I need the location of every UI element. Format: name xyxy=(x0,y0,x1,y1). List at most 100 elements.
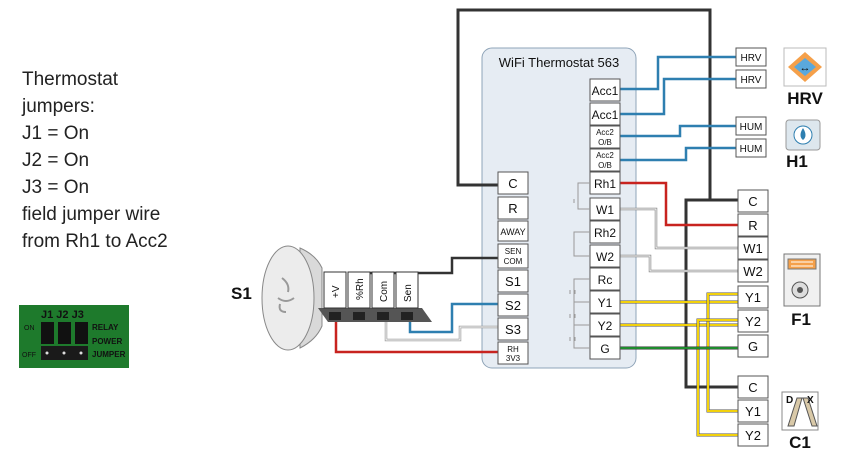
sensor-dome xyxy=(261,245,323,351)
svg-text:OFF: OFF xyxy=(22,352,36,359)
svg-text:Y2: Y2 xyxy=(745,314,761,329)
svg-text:Com: Com xyxy=(379,281,390,302)
svg-text:G: G xyxy=(600,342,609,356)
svg-text:S2: S2 xyxy=(505,298,521,313)
terminal-acc1-b xyxy=(589,102,621,126)
terminal-acc1-a xyxy=(589,78,621,102)
svg-text:↔: ↔ xyxy=(800,62,811,74)
jumper-board: J1 J2 J3 ON OFF RELAY POWER JUMPER xyxy=(19,305,129,368)
relay-symbols xyxy=(569,182,590,349)
terminal-acc2-ob-a xyxy=(589,125,621,149)
jumper-j2 xyxy=(58,322,71,344)
svg-text:Y1: Y1 xyxy=(745,404,761,419)
sensor-label: S1 xyxy=(231,284,252,303)
wire-sensor-power xyxy=(334,320,498,354)
svg-text:Y1: Y1 xyxy=(598,296,613,310)
sensor-terminal-block: +V %Rh Com Sen xyxy=(318,271,432,322)
svg-text:W1: W1 xyxy=(596,203,614,217)
humidifier-icon xyxy=(785,119,821,151)
svg-text:Rc: Rc xyxy=(598,273,613,287)
wire-hum-1 xyxy=(620,124,736,138)
terminal-rh-3v3 xyxy=(497,341,529,365)
wire-c-condenser xyxy=(684,198,738,389)
note-line: J1 = On xyxy=(22,123,90,144)
condenser-label: C1 xyxy=(789,433,811,452)
svg-text:Acc1: Acc1 xyxy=(592,84,619,98)
svg-text:S3: S3 xyxy=(505,322,521,337)
furnace-icon xyxy=(783,253,821,307)
svg-text:W2: W2 xyxy=(743,264,763,279)
svg-text:RH: RH xyxy=(507,345,519,354)
svg-text:O/B: O/B xyxy=(598,138,612,147)
wire-hrv-2 xyxy=(620,77,736,116)
svg-text:HUM: HUM xyxy=(740,144,763,155)
svg-text:%Rh: %Rh xyxy=(355,278,366,300)
terminal-away xyxy=(497,220,529,242)
note-line: from Rh1 to Acc2 xyxy=(22,231,168,252)
terminal-c xyxy=(497,171,529,195)
svg-text:RELAY: RELAY xyxy=(92,323,119,332)
jumper-j1 xyxy=(41,322,54,344)
sensor-swirl-icon xyxy=(277,277,295,313)
svg-text:Acc1: Acc1 xyxy=(592,108,619,122)
note-line: Thermostat xyxy=(22,69,119,90)
svg-text:Rh2: Rh2 xyxy=(594,226,616,240)
svg-text:HRV: HRV xyxy=(741,53,762,64)
terminal-s3 xyxy=(497,317,529,341)
condenser-terminals: C Y1 Y2 xyxy=(737,375,769,447)
svg-text:AWAY: AWAY xyxy=(500,227,525,237)
left-terminal-strip: C R AWAY SEN COM S1 S2 S3 RH 3V3 xyxy=(497,171,529,365)
jumper-notes: Thermostat jumpers: J1 = On J2 = On J3 =… xyxy=(22,66,168,255)
hrv-icon: ↔ xyxy=(783,47,827,87)
right-terminal-strip: Acc1 Acc1 Acc2 O/B Acc2 O/B Rh1 W1 Rh2 W… xyxy=(589,78,621,360)
terminal-sen-com xyxy=(497,243,529,269)
svg-text:POWER: POWER xyxy=(92,337,122,346)
svg-text:Rh1: Rh1 xyxy=(594,177,616,191)
svg-text:R: R xyxy=(748,218,757,233)
svg-text:JUMPER: JUMPER xyxy=(92,350,126,359)
furnace-terminals: C R W1 W2 Y1 Y2 G xyxy=(737,189,769,358)
note-line: J3 = On xyxy=(22,177,90,198)
svg-text:+V: +V xyxy=(331,285,342,298)
wire-sensor-rh xyxy=(384,320,498,342)
svg-text:Acc2: Acc2 xyxy=(596,151,614,160)
svg-text:HUM: HUM xyxy=(740,122,763,133)
svg-text:Y1: Y1 xyxy=(745,290,761,305)
note-line: field jumper wire xyxy=(22,204,161,225)
svg-text:SEN: SEN xyxy=(505,247,522,256)
svg-text:HRV: HRV xyxy=(741,75,762,86)
svg-text:J1 J2 J3: J1 J2 J3 xyxy=(41,309,84,321)
svg-text:C: C xyxy=(748,380,757,395)
terminal-s2 xyxy=(497,293,529,317)
condenser-icon: D X xyxy=(781,391,819,431)
wire-w1 xyxy=(620,207,738,250)
svg-text:Sen: Sen xyxy=(403,284,414,302)
terminal-s1 xyxy=(497,269,529,293)
svg-text:Y2: Y2 xyxy=(745,428,761,443)
svg-text:W1: W1 xyxy=(743,241,763,256)
svg-text:Acc2: Acc2 xyxy=(596,128,614,137)
hrv-terminals: HRV HRV xyxy=(735,47,767,89)
note-line: jumpers: xyxy=(22,96,95,117)
hum-terminals: HUM HUM xyxy=(735,116,767,158)
svg-text:ON: ON xyxy=(24,325,35,332)
thermostat-title: WiFi Thermostat 563 xyxy=(499,55,619,70)
wire-y2-condenser xyxy=(697,319,738,436)
svg-text:R: R xyxy=(508,201,517,216)
svg-text:3V3: 3V3 xyxy=(506,354,521,363)
hum-label: H1 xyxy=(786,152,808,171)
svg-text:X: X xyxy=(807,395,814,406)
svg-text:W2: W2 xyxy=(596,250,614,264)
jumper-j3 xyxy=(75,322,88,344)
hrv-label: HRV xyxy=(787,89,823,108)
svg-text:C: C xyxy=(508,176,517,191)
note-line: J2 = On xyxy=(22,150,90,171)
wire-sensor-sen xyxy=(408,302,498,334)
wire-hrv-1 xyxy=(620,55,736,91)
svg-text:Y2: Y2 xyxy=(598,319,613,333)
svg-text:S1: S1 xyxy=(505,274,521,289)
svg-text:D: D xyxy=(786,395,793,406)
wire-r xyxy=(620,181,738,227)
terminal-acc2-ob-b xyxy=(589,148,621,172)
